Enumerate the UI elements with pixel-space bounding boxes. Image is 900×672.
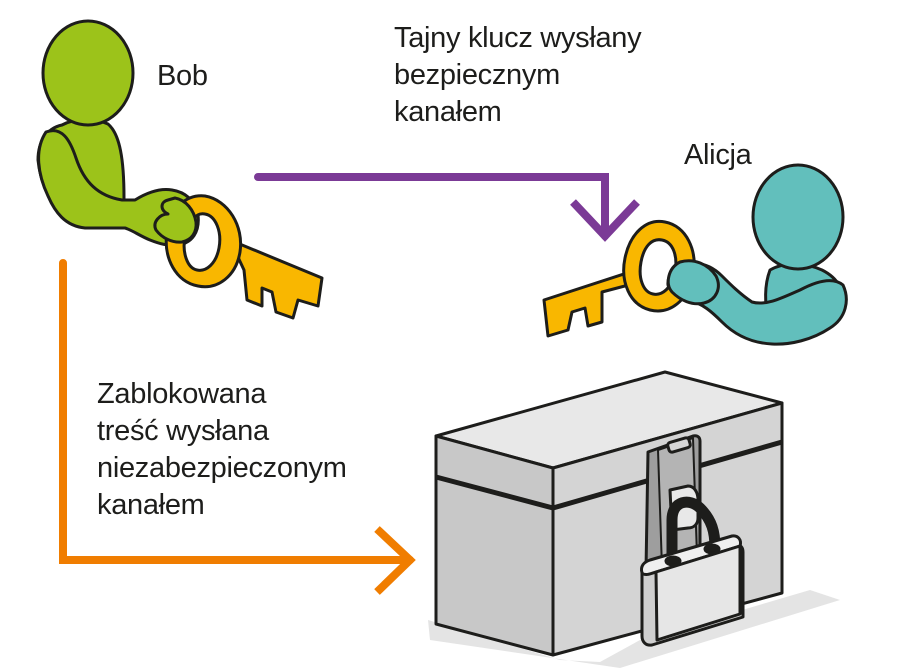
caption-line: Zablokowana bbox=[97, 378, 267, 410]
bob-figure bbox=[36, 19, 200, 247]
secure-channel-caption: Tajny klucz wysłany bezpiecznym kanałem bbox=[394, 20, 642, 131]
secure-channel-arrowhead bbox=[570, 199, 640, 242]
caption-line: niezabezpieczonym bbox=[97, 452, 347, 484]
insecure-channel-line bbox=[59, 259, 414, 564]
caption-line: Tajny klucz wysłany bbox=[394, 22, 642, 54]
insecure-channel-caption: Zablokowana treść wysłana niezabezpieczo… bbox=[97, 376, 347, 524]
alicja-head bbox=[751, 163, 845, 271]
bob-hand-front bbox=[153, 196, 198, 244]
secure-channel-line bbox=[254, 173, 609, 240]
alicja-figure bbox=[666, 163, 848, 346]
padlock-icon bbox=[640, 496, 745, 647]
hasp-slot bbox=[666, 436, 692, 454]
bob-key-icon bbox=[153, 194, 324, 320]
padlock-shackle-hole-right bbox=[703, 543, 721, 555]
bob-head bbox=[41, 19, 135, 127]
padlock-shackle-hole-left bbox=[664, 555, 682, 567]
caption-line: treść wysłana bbox=[97, 415, 269, 447]
insecure-channel-arrow bbox=[59, 259, 416, 595]
bob-key-blade bbox=[228, 238, 324, 320]
alicja-key-icon bbox=[542, 219, 720, 338]
box-shadow bbox=[428, 590, 840, 668]
caption-line: kanałem bbox=[394, 96, 502, 128]
secure-channel-arrow bbox=[254, 173, 640, 242]
alicja-key-blade bbox=[542, 268, 642, 338]
box-lid-seam-front bbox=[435, 474, 554, 511]
insecure-channel-arrowhead bbox=[374, 526, 416, 595]
padlock-body-front bbox=[654, 544, 742, 642]
caption-line: kanałem bbox=[97, 489, 205, 521]
padlock-shackle bbox=[666, 496, 721, 558]
caption-line: bezpiecznym bbox=[394, 59, 560, 91]
bob-label: Bob bbox=[157, 60, 208, 92]
box-front bbox=[434, 434, 555, 657]
alicja-hand-front bbox=[666, 259, 720, 306]
alicja-label: Alicja bbox=[684, 139, 752, 171]
